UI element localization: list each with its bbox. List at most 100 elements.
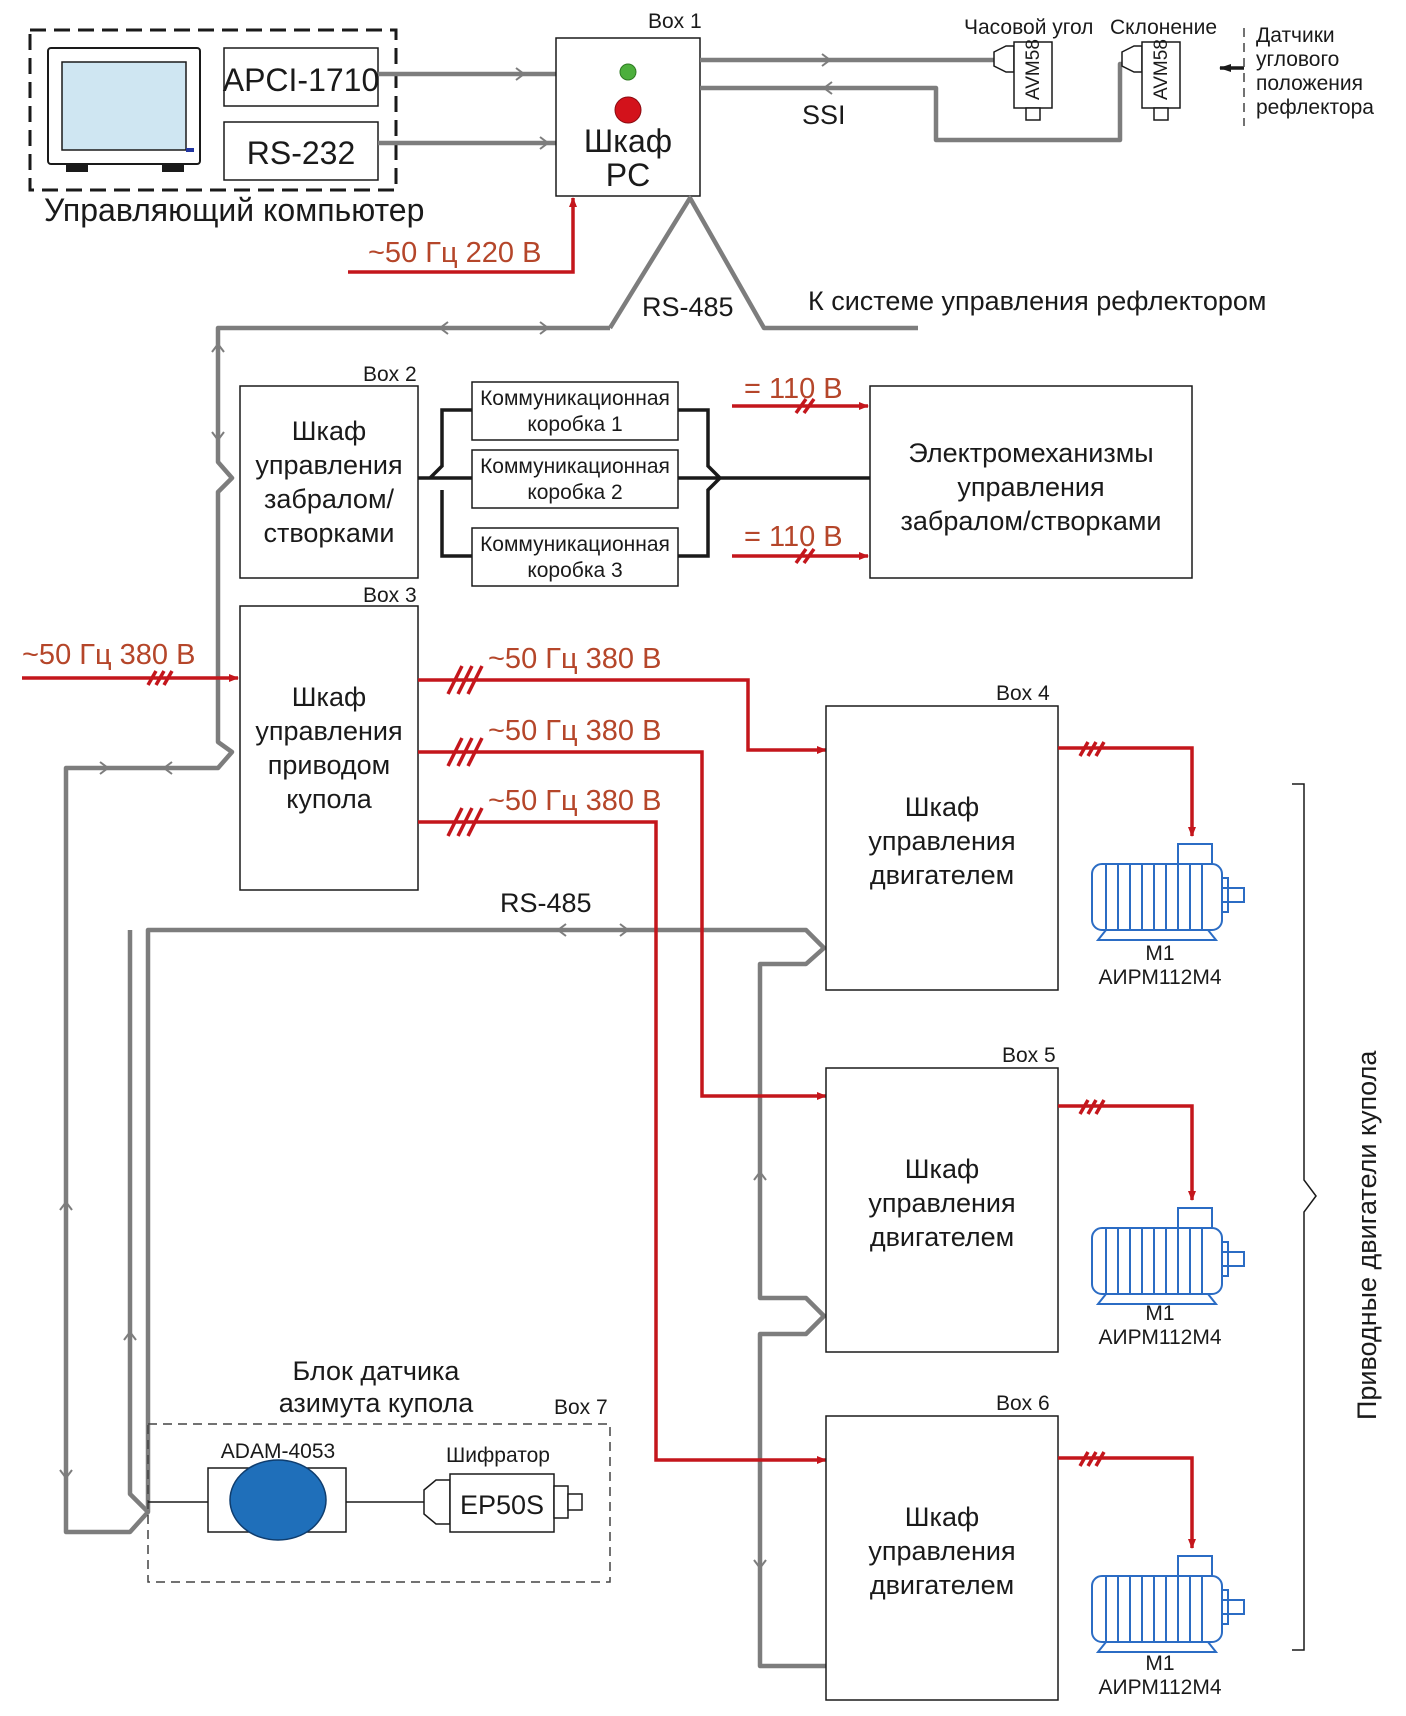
supply-380-input-label: ~50 Гц 380 В — [22, 639, 195, 671]
box1-tag: Box 1 — [648, 10, 702, 33]
motor-1-model: АИРМ112М4 — [1098, 966, 1221, 989]
motor-1-id: M1 — [1145, 942, 1174, 965]
rs485-box7-branch — [127, 930, 150, 1514]
box5-frame — [825, 1067, 1059, 1353]
led-green-icon — [619, 63, 637, 81]
box7: Блок датчика азимута купола Box 7 ADAM-4… — [147, 1356, 611, 1583]
electromechanisms: Электромеханизмы управления забралом/ств… — [869, 385, 1193, 579]
electromech-line1: Электромеханизмы — [908, 438, 1153, 468]
box3: Box 3 Шкаф управления приводом купола — [239, 584, 419, 891]
comm-electromech-cabling — [678, 408, 870, 558]
rs485-main-bus — [63, 325, 827, 1669]
sensor-note-3: положения — [1256, 72, 1363, 95]
box2: Box 2 Шкаф управления забралом/ створкам… — [239, 363, 419, 579]
motor-2-model: АИРМ112М4 — [1098, 1326, 1221, 1349]
motor-3-model: АИРМ112М4 — [1098, 1676, 1221, 1699]
box5: Box 5 Шкаф управления двигателем — [825, 1044, 1059, 1353]
dc-110-label-2: = 110 В — [744, 521, 843, 553]
comm-box-1-line1: Коммуникационная — [480, 387, 670, 410]
power-to-box4-label: ~50 Гц 380 В — [488, 643, 661, 675]
led-red-icon — [614, 96, 642, 124]
box5-line1: Шкаф — [905, 1154, 979, 1184]
box6-tag: Box 6 — [996, 1392, 1050, 1415]
power-to-box5-label: ~50 Гц 380 В — [488, 715, 661, 747]
box3-line4: купола — [286, 784, 372, 814]
power-to-box6-line — [418, 820, 827, 1464]
encoder-hour-angle: Часовой угол AVM58 — [964, 16, 1093, 121]
sensor-note-1: Датчики — [1256, 24, 1335, 47]
motor-1-power-line — [1058, 746, 1196, 837]
rs232-port-label: RS-232 — [247, 135, 356, 171]
box6-frame — [825, 1415, 1059, 1701]
box5-tag: Box 5 — [1002, 1044, 1056, 1067]
box4-line2: управления — [868, 826, 1015, 856]
box4-line3: двигателем — [870, 860, 1014, 890]
comm-box-3-line2: коробка 3 — [527, 559, 622, 582]
encoder-connector-icon — [423, 1479, 451, 1525]
box2-line1: Шкаф — [292, 416, 366, 446]
computer-dashed-frame — [28, 28, 398, 192]
drives-bracket — [1292, 783, 1317, 1651]
encoder-declination: Склонение AVM58 — [1110, 16, 1217, 121]
drives-label: Приводные двигатели купола — [1352, 1050, 1382, 1420]
box2-line4: створками — [263, 518, 394, 548]
box3-frame — [239, 605, 419, 891]
declination-label: Склонение — [1110, 16, 1217, 39]
box4: Box 4 Шкаф управления двигателем — [825, 682, 1059, 991]
box7-tag: Box 7 — [554, 1396, 608, 1419]
box2-line2: управления — [255, 450, 402, 480]
encoder-caption: Шифратор — [446, 1444, 550, 1467]
ep50s-label: EP50S — [460, 1490, 544, 1520]
box7-title-line1: Блок датчика — [293, 1356, 461, 1386]
motor-1-icon — [1091, 843, 1245, 941]
box7-title-line2: азимута купола — [279, 1388, 475, 1418]
comm-box-2-line1: Коммуникационная — [480, 455, 670, 478]
comm-box-3: Коммуникационная коробка 3 — [471, 527, 679, 587]
monitor-icon — [47, 47, 201, 172]
bus-direction-arrows — [59, 53, 833, 1570]
box2-frame — [239, 385, 419, 579]
box5-line3: двигателем — [870, 1222, 1014, 1252]
computer-caption: Управляющий компьютер — [44, 192, 424, 228]
dc-110-label-1: = 110 В — [744, 373, 843, 405]
comm-box-2-line2: коробка 2 — [527, 481, 622, 504]
box4-tag: Box 4 — [996, 682, 1050, 705]
box4-frame — [825, 705, 1059, 991]
apci-port-label: APCI-1710 — [223, 62, 380, 98]
electromech-line3: забралом/створками — [900, 506, 1161, 536]
box3-line3: приводом — [268, 750, 391, 780]
sensor-note-2: углового — [1256, 48, 1339, 71]
electromech-line2: управления — [957, 472, 1104, 502]
rs485-mid-label: RS-485 — [500, 888, 592, 918]
motor-3-id: M1 — [1145, 1652, 1174, 1675]
supply-220-line — [348, 197, 577, 274]
box3-tag: Box 3 — [363, 584, 417, 607]
box3-line1: Шкаф — [292, 682, 366, 712]
box2-tag: Box 2 — [363, 363, 417, 386]
box1-title-line1: Шкаф — [584, 123, 672, 159]
supply-220-label: ~50 Гц 220 В — [368, 237, 541, 269]
power-to-box6-label: ~50 Гц 380 В — [488, 785, 661, 817]
motor-2-icon — [1091, 1207, 1245, 1305]
motor-3-icon — [1091, 1555, 1245, 1653]
power-to-box4-line — [418, 678, 827, 754]
adam-disk-icon — [229, 1459, 327, 1541]
apci-port-box — [223, 47, 379, 107]
box1-title-line2: PC — [606, 157, 650, 193]
adam-label: ADAM-4053 — [221, 1440, 335, 1463]
box6-line2: управления — [868, 1536, 1015, 1566]
rs485-top-label: RS-485 — [642, 292, 734, 322]
hour-angle-label: Часовой угол — [964, 16, 1093, 39]
box1: Box 1 Шкаф PC — [555, 10, 702, 197]
rs232-port-box — [223, 121, 379, 181]
comm-box-3-line1: Коммуникационная — [480, 533, 670, 556]
box6: Box 6 Шкаф управления двигателем — [825, 1392, 1059, 1701]
box6-line1: Шкаф — [905, 1502, 979, 1532]
comm-box-1-line2: коробка 1 — [527, 413, 622, 436]
ssi-label: SSI — [802, 100, 846, 130]
motor-3-power-line — [1058, 1456, 1196, 1549]
hour-encoder-model: AVM58 — [1023, 39, 1044, 100]
decl-encoder-model: AVM58 — [1151, 39, 1172, 100]
box2-comm-cabling — [418, 408, 472, 558]
